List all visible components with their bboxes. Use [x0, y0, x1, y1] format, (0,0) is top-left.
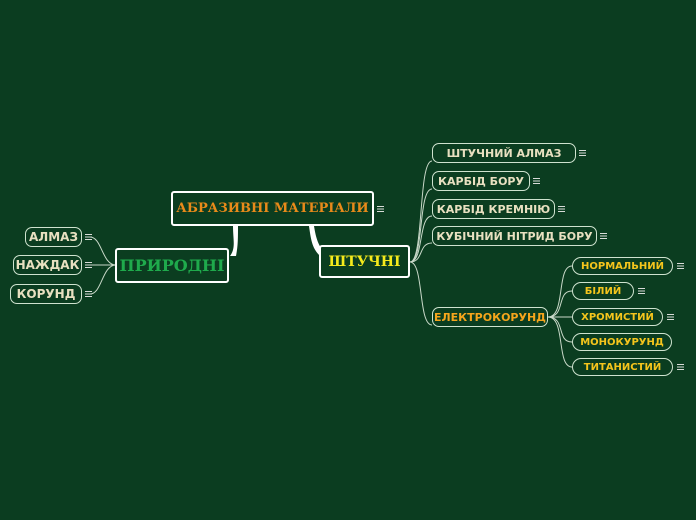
connector-natural-korund	[89, 264, 117, 295]
artificial-node[interactable]: ШТУЧНІ	[319, 245, 410, 278]
connector-electro-1	[547, 265, 573, 318]
leaf-artificial-diamond[interactable]: ШТУЧНИЙ АЛМАЗ	[432, 143, 576, 163]
leaf-chromium-label: ХРОМИСТИЙ	[581, 311, 654, 323]
leaf-silicon-carbide-label: КАРБІД КРЕМНІЮ	[436, 202, 551, 216]
connector-natural-almaz	[89, 236, 117, 266]
electrocorundum-label: ЕЛЕКТРОКОРУНД	[434, 310, 546, 324]
note-icon	[533, 178, 540, 184]
leaf-normal[interactable]: НОРМАЛЬНИЙ	[572, 257, 673, 275]
natural-node[interactable]: ПРИРОДНІ	[115, 248, 229, 283]
leaf-boron-carbide-label: КАРБІД БОРУ	[438, 174, 524, 188]
note-icon	[677, 263, 684, 269]
note-icon	[677, 364, 684, 370]
leaf-titanium-label: ТИТАНИСТИЙ	[583, 361, 662, 373]
leaf-monocorundum-label: МОНОКУРУНД	[580, 336, 664, 348]
note-icon	[85, 234, 92, 240]
leaf-almaz[interactable]: АЛМАЗ	[25, 227, 82, 247]
connector-root-artificial	[309, 226, 326, 256]
leaf-cubic-boron-nitride-label: КУБІЧНИЙ НІТРИД БОРУ	[436, 229, 593, 243]
natural-label: ПРИРОДНІ	[119, 256, 225, 275]
leaf-chromium[interactable]: ХРОМИСТИЙ	[572, 308, 663, 326]
leaf-almaz-label: АЛМАЗ	[28, 230, 78, 244]
root-node[interactable]: АБРАЗИВНІ МАТЕРІАЛИ	[171, 191, 374, 226]
connector-artificial-1	[409, 160, 433, 263]
leaf-artificial-diamond-label: ШТУЧНИЙ АЛМАЗ	[446, 146, 562, 160]
connector-root-natural	[230, 226, 238, 256]
leaf-white[interactable]: БІЛИЙ	[572, 282, 634, 300]
electrocorundum-node[interactable]: ЕЛЕКТРОКОРУНД	[432, 307, 548, 327]
leaf-cubic-boron-nitride[interactable]: КУБІЧНИЙ НІТРИД БОРУ	[432, 226, 597, 246]
note-icon	[579, 150, 586, 156]
note-icon	[85, 262, 92, 268]
leaf-titanium[interactable]: ТИТАНИСТИЙ	[572, 358, 673, 376]
note-icon	[600, 233, 607, 239]
leaf-nazhdak-label: НАЖДАК	[15, 258, 80, 272]
leaf-korund-label: КОРУНД	[16, 287, 76, 301]
leaf-nazhdak[interactable]: НАЖДАК	[13, 255, 82, 275]
connector-electro-5	[547, 316, 573, 368]
leaf-silicon-carbide[interactable]: КАРБІД КРЕМНІЮ	[432, 199, 555, 219]
leaf-monocorundum[interactable]: МОНОКУРУНД	[572, 333, 672, 351]
note-icon	[558, 206, 565, 212]
leaf-normal-label: НОРМАЛЬНИЙ	[581, 260, 664, 272]
note-icon	[667, 314, 674, 320]
leaf-korund[interactable]: КОРУНД	[10, 284, 82, 304]
note-icon	[85, 291, 92, 297]
leaf-white-label: БІЛИЙ	[584, 285, 622, 297]
root-label: АБРАЗИВНІ МАТЕРІАЛИ	[176, 201, 369, 216]
artificial-label: ШТУЧНІ	[328, 253, 401, 270]
connector-electro-2	[547, 290, 573, 318]
connector-artificial-4	[409, 242, 433, 263]
note-icon	[638, 288, 645, 294]
leaf-boron-carbide[interactable]: КАРБІД БОРУ	[432, 171, 530, 191]
connector-artificial-3	[409, 215, 433, 263]
connector-artificial-2	[409, 188, 433, 263]
note-icon	[377, 206, 384, 212]
connector-artificial-5	[409, 261, 433, 326]
